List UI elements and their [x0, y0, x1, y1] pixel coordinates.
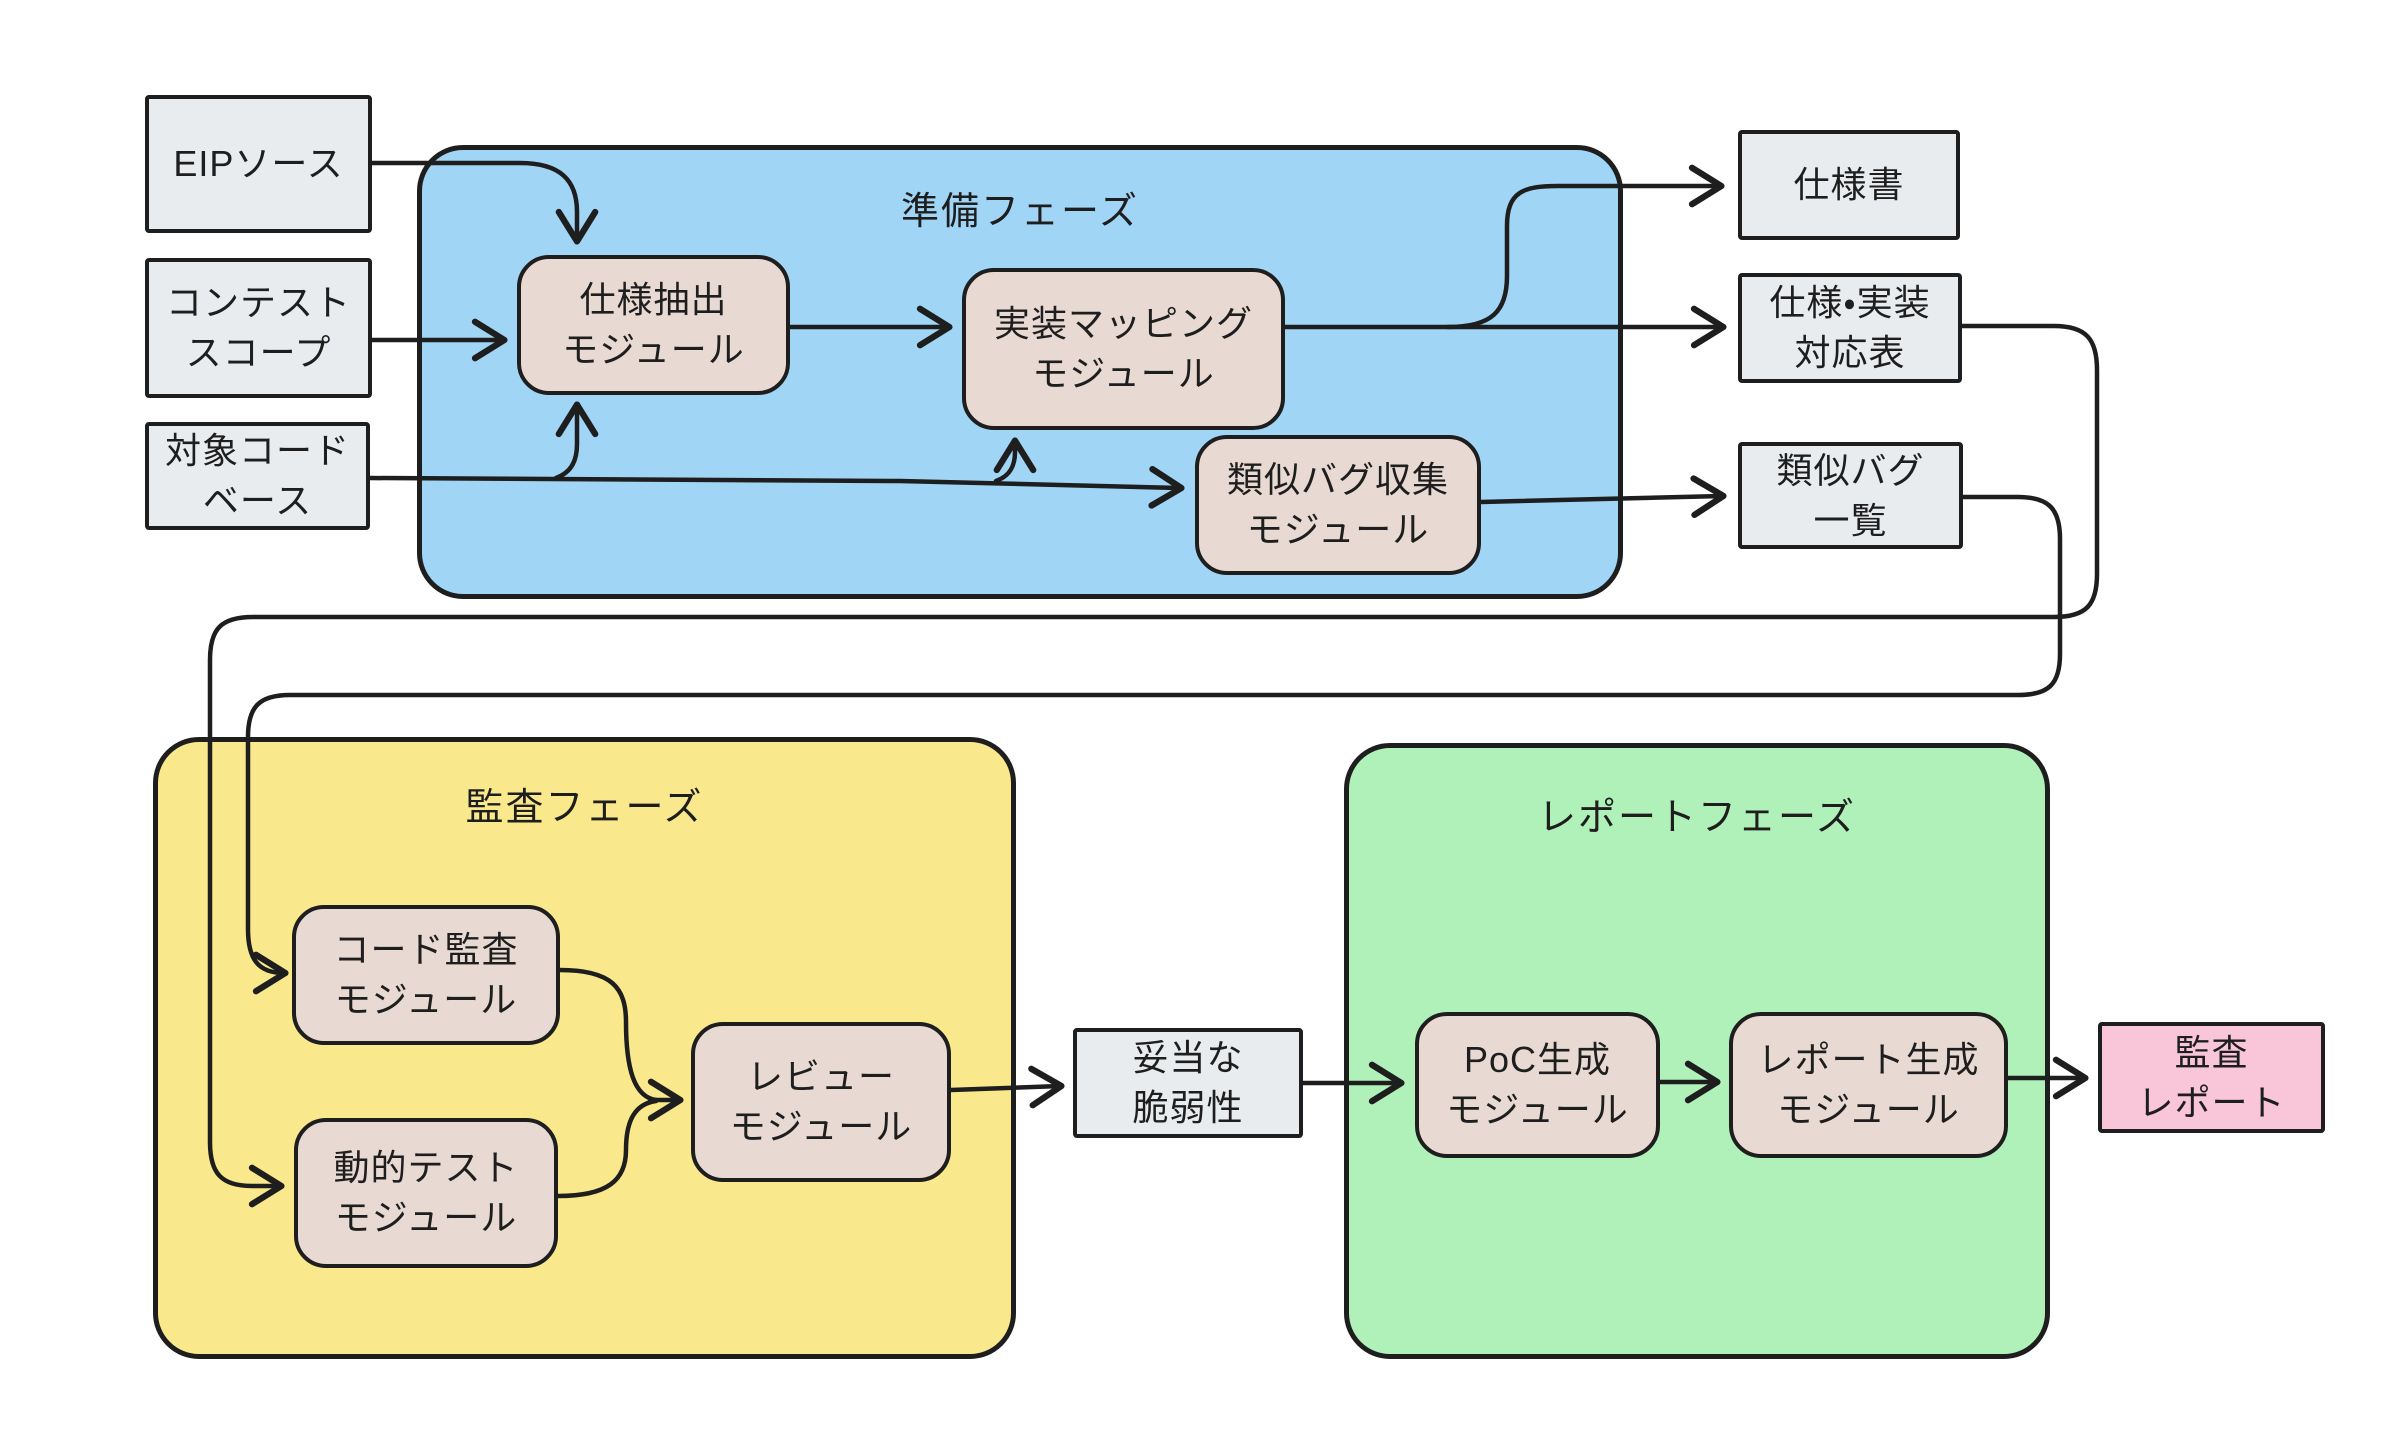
module-report-gen: レポート生成 モジュール [1729, 1012, 2008, 1158]
phase-report-title: レポートフェーズ [1537, 797, 1857, 839]
phase-preparation-title: 準備フェーズ [900, 191, 1140, 233]
node-valid-vulnerability: 妥当な 脆弱性 [1073, 1028, 1303, 1138]
node-contest-scope: コンテスト スコープ [145, 258, 372, 398]
phase-audit-title: 監査フェーズ [465, 787, 704, 829]
module-similar-bug-collect: 類似バグ収集 モジュール [1195, 435, 1481, 575]
module-poc-gen: PoC生成 モジュール [1415, 1012, 1660, 1158]
module-spec-extract: 仕様抽出 モジュール [517, 255, 790, 395]
module-review: レビュー モジュール [691, 1022, 951, 1182]
node-eip-source: EIPソース [145, 95, 372, 233]
node-similar-bug-list: 類似バグ 一覧 [1738, 442, 1963, 549]
module-impl-map: 実装マッピング モジュール [962, 268, 1285, 430]
node-spec-impl-table: 仕様・実装 対応表 [1738, 273, 1962, 383]
module-dynamic-test: 動的テスト モジュール [294, 1118, 558, 1268]
module-code-audit: コード監査 モジュール [292, 905, 560, 1045]
node-audit-report: 監査 レポート [2098, 1022, 2325, 1133]
node-spec-doc: 仕様書 [1738, 130, 1960, 240]
node-target-codebase: 対象コード ベース [145, 422, 370, 530]
